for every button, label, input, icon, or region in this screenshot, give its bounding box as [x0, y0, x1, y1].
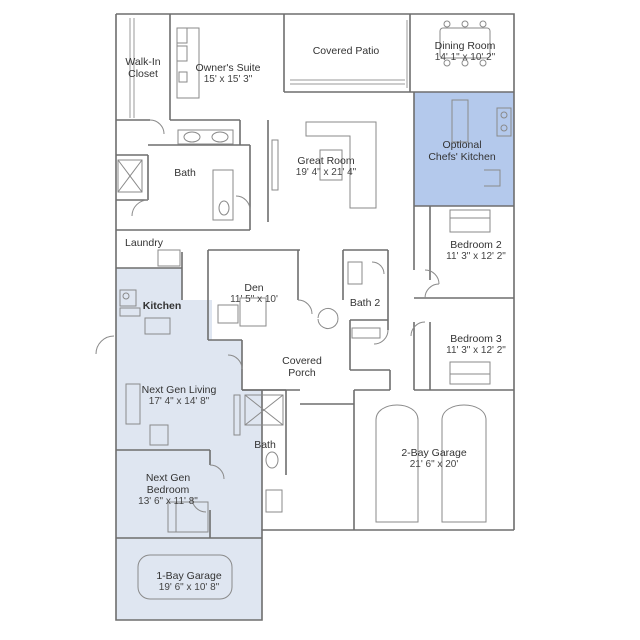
bath-next-gen-name: Bath — [254, 439, 276, 451]
label-kitchen: Kitchen — [143, 300, 182, 312]
bedroom3-name: Bedroom 3 — [450, 333, 502, 345]
label-1-bay-garage: 1-Bay Garage 19' 6" x 10' 8" — [156, 570, 221, 594]
next-gen-bedroom-dim: 13' 6" x 11' 8" — [138, 496, 198, 507]
label-owners-suite: Owner's Suite 15' x 15' 3" — [195, 62, 260, 86]
covered-porch-name: Covered Porch — [282, 355, 322, 379]
optional-kitchen-name: Optional Chefs' Kitchen — [428, 139, 496, 163]
next-gen-living-name: Next Gen Living — [141, 384, 217, 396]
next-gen-living-dim: 17' 4" x 14' 8" — [148, 396, 210, 407]
label-dining-room: Dining Room 14' 1" x 10' 2" — [435, 40, 496, 64]
bedroom2-name: Bedroom 2 — [450, 239, 502, 251]
owners-suite-dim: 15' x 15' 3" — [203, 74, 253, 85]
label-walk-in-closet: Walk-In Closet — [125, 56, 160, 80]
great-room-name: Great Room — [297, 155, 355, 167]
label-next-gen-living: Next Gen Living 17' 4" x 14' 8" — [142, 384, 217, 408]
covered-patio-name: Covered Patio — [312, 45, 380, 57]
dining-room-dim: 14' 1" x 10' 2" — [434, 52, 496, 63]
walls — [115, 13, 515, 621]
great-room-dim: 19' 4" x 21' 4" — [295, 167, 357, 178]
walk-in-closet-label: Walk-In Closet — [125, 56, 161, 80]
fixtures — [117, 20, 512, 600]
shaded-areas — [116, 92, 514, 620]
garage1-dim: 19' 6" x 10' 8" — [158, 582, 220, 593]
label-covered-porch: Covered Porch — [282, 355, 322, 379]
laundry-name: Laundry — [125, 237, 163, 249]
patio-rails — [129, 18, 408, 118]
kitchen-name: Kitchen — [142, 300, 182, 312]
bedroom3-dim: 11' 3" x 12' 2" — [446, 345, 506, 356]
label-den: Den 11' 5" x 10' — [230, 282, 278, 306]
label-bath-2: Bath 2 — [350, 297, 380, 309]
bath-owner-name: Bath — [174, 167, 196, 179]
label-covered-patio: Covered Patio — [313, 45, 380, 57]
label-bedroom-2: Bedroom 2 11' 3" x 12' 2" — [446, 239, 506, 263]
label-optional-kitchen: Optional Chefs' Kitchen — [428, 139, 495, 163]
garage2-name: 2-Bay Garage — [401, 447, 467, 459]
garage1-name: 1-Bay Garage — [156, 570, 222, 582]
label-great-room: Great Room 19' 4" x 21' 4" — [296, 155, 356, 179]
label-next-gen-bedroom: Next Gen Bedroom 13' 6" x 11' 8" — [138, 472, 198, 508]
label-2-bay-garage: 2-Bay Garage 21' 6" x 20' — [401, 447, 466, 471]
doors — [95, 119, 440, 513]
garage2-dim: 21' 6" x 20' — [409, 459, 459, 470]
den-name: Den — [244, 282, 264, 294]
bedroom2-dim: 11' 3" x 12' 2" — [446, 251, 506, 262]
bath2-name: Bath 2 — [349, 297, 381, 309]
label-laundry: Laundry — [125, 237, 163, 249]
dining-room-name: Dining Room — [434, 40, 496, 52]
next-gen-bedroom-name: Next Gen Bedroom — [145, 472, 191, 496]
label-bedroom-3: Bedroom 3 11' 3" x 12' 2" — [446, 333, 506, 357]
den-dim: 11' 5" x 10' — [230, 294, 278, 305]
owners-suite-name: Owner's Suite — [195, 62, 261, 74]
label-bath-next-gen: Bath — [254, 439, 276, 451]
next-gen-suite-area — [116, 268, 262, 620]
label-bath-owner: Bath — [174, 167, 196, 179]
